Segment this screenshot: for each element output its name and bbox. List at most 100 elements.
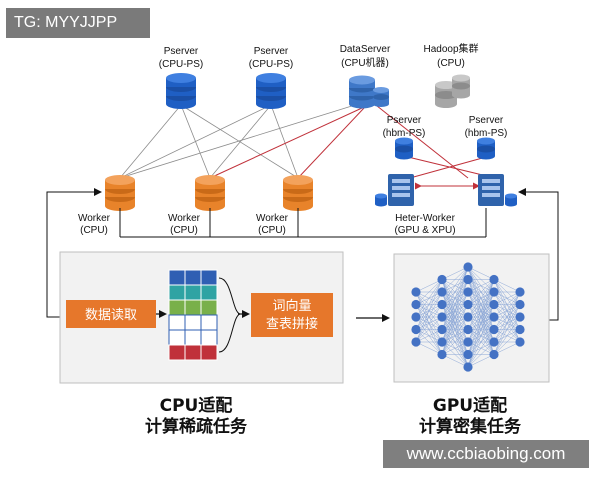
nn-neuron xyxy=(437,299,447,310)
nn-edge xyxy=(467,279,495,343)
nn-neuron xyxy=(437,349,447,360)
nn-edge xyxy=(415,279,443,343)
nn-edge xyxy=(467,279,495,330)
lookup-bracket xyxy=(218,277,241,353)
worker-1-title: Worker xyxy=(78,213,111,224)
nn-edge xyxy=(415,279,443,305)
watermark-site: www.ccbiaobing.com xyxy=(383,440,589,468)
nn-neuron xyxy=(463,262,473,272)
pserver-cpu-2-subtitle: (CPU-PS) xyxy=(249,59,293,70)
nn-neuron xyxy=(463,349,473,360)
pserver-cpu-1-title: Pserver xyxy=(164,46,199,57)
nn-neuron xyxy=(515,299,525,310)
data-read-box xyxy=(66,300,156,328)
nn-edge xyxy=(441,266,469,305)
nn-edge xyxy=(415,279,443,293)
nn-neuron xyxy=(463,362,473,372)
nn-neuron xyxy=(437,274,447,285)
nn-neuron xyxy=(463,337,473,347)
nn-edge xyxy=(441,266,469,330)
lookup-line-1: 词向量 xyxy=(272,298,311,314)
nn-edge xyxy=(493,291,521,355)
nn-edge xyxy=(415,316,443,343)
nn-edge xyxy=(467,279,495,293)
pserver-hbm-1 xyxy=(395,137,413,160)
nn-neuron xyxy=(515,287,525,297)
nn-edge xyxy=(493,291,521,318)
nn-edge xyxy=(441,316,469,355)
lookup-concat-box xyxy=(251,293,333,337)
pserver-cpu-1 xyxy=(166,73,196,109)
worker-cpu-2 xyxy=(195,175,225,211)
lookup-line-2: 查表拼接 xyxy=(266,316,318,332)
dataserver-subtitle: (CPU机器) xyxy=(341,56,389,69)
nn-neuron xyxy=(515,312,525,322)
nn-edge xyxy=(441,266,469,355)
heter-worker-server-2 xyxy=(478,174,517,207)
nn-edge xyxy=(441,266,469,293)
worker-2-title: Worker xyxy=(168,213,201,224)
nn-neuron xyxy=(411,324,421,335)
embedding-table xyxy=(168,269,218,361)
nn-edge xyxy=(415,329,443,343)
nn-edge xyxy=(415,279,443,318)
dataserver-title: DataServer xyxy=(340,44,391,55)
pserver-hbm-2-subtitle: (hbm-PS) xyxy=(465,128,508,139)
nn-edge xyxy=(493,291,521,343)
nn-edge xyxy=(493,279,521,293)
worker-cpu-1 xyxy=(105,175,135,211)
nn-edge xyxy=(467,341,495,368)
gpu-caption-line-2: 计算密集任务 xyxy=(419,416,522,437)
worker-cpu-3 xyxy=(283,175,313,211)
nn-edge xyxy=(441,329,469,355)
nn-edge xyxy=(467,304,495,368)
nn-neuron xyxy=(437,324,447,335)
nn-neuron xyxy=(489,287,499,297)
nn-neuron xyxy=(515,324,525,335)
pserver-hbm-1-title: Pserver xyxy=(387,115,422,126)
nn-edge xyxy=(467,354,495,368)
nn-neuron xyxy=(463,287,473,297)
nn-neuron xyxy=(463,274,473,285)
heter-worker-title: Heter-Worker xyxy=(395,213,455,224)
pserver-cpu-1-subtitle: (CPU-PS) xyxy=(159,59,203,70)
nn-edge xyxy=(467,316,495,368)
nn-edge xyxy=(467,279,495,318)
nn-neuron xyxy=(515,337,525,347)
nn-neuron xyxy=(489,337,499,347)
nn-edge xyxy=(467,329,495,368)
hadoop-icon xyxy=(435,74,470,108)
nn-neuron xyxy=(489,312,499,322)
worker-bus xyxy=(119,208,487,238)
cpu-caption-line-1: CPU适配 xyxy=(160,396,233,416)
nn-edge xyxy=(441,341,469,355)
nn-neuron xyxy=(489,274,499,285)
nn-edge xyxy=(415,341,443,355)
pserver-cpu-2-title: Pserver xyxy=(254,46,289,57)
watermark-tag: TG: MYYJJPP xyxy=(6,8,150,38)
nn-edge xyxy=(441,304,469,355)
nn-neuron xyxy=(489,324,499,335)
nn-edge xyxy=(493,316,521,355)
nn-edge xyxy=(415,304,443,343)
heter-worker-server-1 xyxy=(375,174,414,207)
nn-neuron xyxy=(463,324,473,335)
nn-edge xyxy=(467,279,495,368)
nn-neuron xyxy=(489,349,499,360)
nn-neuron xyxy=(437,312,447,322)
worker-3-subtitle: (CPU) xyxy=(258,225,286,236)
worker-1-subtitle: (CPU) xyxy=(80,225,108,236)
nn-neuron xyxy=(437,287,447,297)
cpu-feedback-arrow xyxy=(46,188,102,318)
nn-edge xyxy=(415,279,443,330)
nn-edge xyxy=(441,291,469,355)
nn-neuron xyxy=(411,299,421,310)
pserver-hbm-2 xyxy=(477,137,495,160)
nn-neuron xyxy=(411,287,421,297)
nn-edge xyxy=(493,291,521,305)
hadoop-subtitle: (CPU) xyxy=(437,58,465,69)
nn-edge xyxy=(493,304,521,355)
nn-edge xyxy=(493,291,521,330)
worker-3-title: Worker xyxy=(256,213,289,224)
pserver-cpu-2 xyxy=(256,73,286,109)
